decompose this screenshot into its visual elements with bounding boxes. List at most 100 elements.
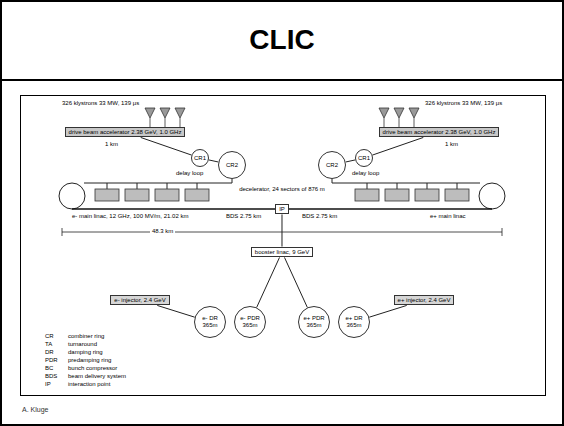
- node-text: CR2: [326, 162, 338, 169]
- drive-beam-feed: [367, 183, 368, 189]
- legend-meaning: predamping ring: [68, 357, 111, 364]
- drive-beam-feed: [197, 183, 198, 189]
- legend-meaning: combiner ring: [68, 333, 104, 340]
- ring-circle: CR1: [355, 149, 373, 167]
- node-text: e- DR 365m: [198, 315, 221, 329]
- diagram-label: e+ main linac: [430, 213, 466, 220]
- diagram-label: 326 klystrons 33 MW, 139 μs: [62, 100, 139, 107]
- legend-abbreviation: BC: [45, 365, 53, 372]
- dimension-tick: [62, 228, 63, 236]
- ring-circle: e+ DR 365m: [338, 306, 370, 338]
- turnaround-loop: [59, 183, 85, 209]
- drive-beam-feed: [457, 183, 458, 189]
- legend-abbreviation: DR: [45, 349, 54, 356]
- diagram-label: delay loop: [176, 170, 203, 177]
- beam-line-connector: [284, 257, 307, 307]
- legend-meaning: damping ring: [68, 349, 103, 356]
- interaction-point-box: IP: [275, 204, 289, 215]
- drive-beam-line: [84, 179, 232, 183]
- decelerator-module: [415, 189, 439, 201]
- node-text: e+ injector, 2.4 GeV: [398, 297, 451, 304]
- ring-circle: CR1: [191, 149, 209, 167]
- klystron-symbol: [160, 108, 170, 118]
- ring-circle: e+ PDR 365m: [298, 306, 330, 338]
- ring-circle: CR2: [218, 151, 246, 179]
- title-bar: CLIC: [0, 0, 564, 80]
- drive-beam-line: [332, 179, 480, 183]
- drive-beam-feed: [107, 183, 108, 189]
- diagram-label: BDS 2.75 km: [302, 213, 337, 220]
- title-rule: [0, 79, 564, 81]
- diagram-label: decelerator, 24 sectors of 876 m: [239, 186, 325, 193]
- legend-abbreviation: PDR: [45, 357, 58, 364]
- node-text: IP: [279, 206, 285, 213]
- klystron-symbol: [175, 108, 185, 118]
- beam-line-connector: [281, 214, 282, 246]
- accelerator-bar: drive beam accelerator 2.38 GeV, 1.0 GHz: [379, 127, 500, 138]
- beam-line-connector: [369, 305, 406, 317]
- decelerator-module: [155, 189, 179, 201]
- node-text: drive beam accelerator 2.38 GeV, 1.0 GHz: [383, 129, 496, 136]
- beam-line-connector: [346, 160, 356, 162]
- node-text: CR1: [194, 155, 206, 162]
- node-text: e- PDR 365m: [238, 315, 261, 329]
- picture-frame: [21, 96, 546, 396]
- node-text: drive beam accelerator 2.38 GeV, 1.0 GHz: [69, 129, 182, 136]
- klystron-symbol: [379, 108, 389, 118]
- ring-circle: e- PDR 365m: [234, 306, 266, 338]
- injector-box: e+ injector, 2.4 GeV: [394, 295, 455, 306]
- klystrons: [145, 108, 419, 118]
- caption-holder: A. Kluge: [22, 406, 48, 413]
- diagram-label: e- main linac, 12 GHz, 100 MV/m, 21.02 k…: [72, 213, 188, 220]
- injector-box: e- injector, 2.4 GeV: [110, 295, 169, 306]
- decelerator-module: [185, 189, 209, 201]
- author-caption: A. Kluge: [22, 406, 48, 413]
- decelerator-module: [125, 189, 149, 201]
- legend-meaning: turnaround: [68, 341, 97, 348]
- legend-abbreviation: IP: [45, 381, 51, 388]
- drive-beam-feed: [167, 183, 168, 189]
- beam-line-connector: [141, 137, 192, 155]
- linac-box: booster linac, 9 GeV: [251, 247, 313, 258]
- diagram-label: 326 klystrons 33 MW, 139 μs: [425, 100, 502, 107]
- ring-circle: e- DR 365m: [194, 306, 226, 338]
- node-text: e+ DR 365m: [342, 315, 365, 329]
- drive-beam-feed: [397, 183, 398, 189]
- decelerator-module: [355, 189, 379, 201]
- drive-beam-feed: [137, 183, 138, 189]
- node-text: CR1: [358, 155, 370, 162]
- beam-line-connector: [209, 160, 219, 162]
- node-text: CR2: [226, 162, 238, 169]
- legend-meaning: interaction point: [68, 381, 110, 388]
- node-text: e+ PDR 365m: [302, 315, 325, 329]
- beam-line-connector: [157, 305, 194, 317]
- legend-meaning: bunch compressor: [68, 365, 117, 372]
- legend-abbreviation: BDS: [45, 373, 57, 380]
- decelerator-module: [385, 189, 409, 201]
- diagram-label: 48.3 km: [150, 228, 175, 235]
- klystron-symbol: [409, 108, 419, 118]
- drive-beam-feed: [427, 183, 428, 189]
- diagram-label: BDS 2.75 km: [226, 213, 261, 220]
- dimension-tick: [502, 228, 503, 236]
- klystron-symbol: [394, 108, 404, 118]
- accelerator-bar: drive beam accelerator 2.38 GeV, 1.0 GHz: [65, 127, 186, 138]
- legend-abbreviation: CR: [45, 333, 54, 340]
- decelerator-module: [445, 189, 469, 201]
- turnaround-loop: [479, 183, 505, 209]
- slide-title: CLIC: [249, 24, 314, 56]
- beam-line-connector: [373, 137, 424, 155]
- diagram-label: 1 km: [445, 141, 458, 148]
- legend-meaning: beam delivery system: [68, 373, 126, 380]
- node-text: booster linac, 9 GeV: [255, 249, 309, 256]
- diagram-label: delay loop: [352, 170, 379, 177]
- klystron-feeds: [150, 118, 414, 127]
- beam-line-connector: [257, 257, 280, 307]
- diagram-label: 1 km: [105, 141, 118, 148]
- decelerator-module: [95, 189, 119, 201]
- node-text: e- injector, 2.4 GeV: [114, 297, 165, 304]
- legend-abbreviation: TA: [45, 341, 52, 348]
- ring-circle: CR2: [318, 151, 346, 179]
- klystron-symbol: [145, 108, 155, 118]
